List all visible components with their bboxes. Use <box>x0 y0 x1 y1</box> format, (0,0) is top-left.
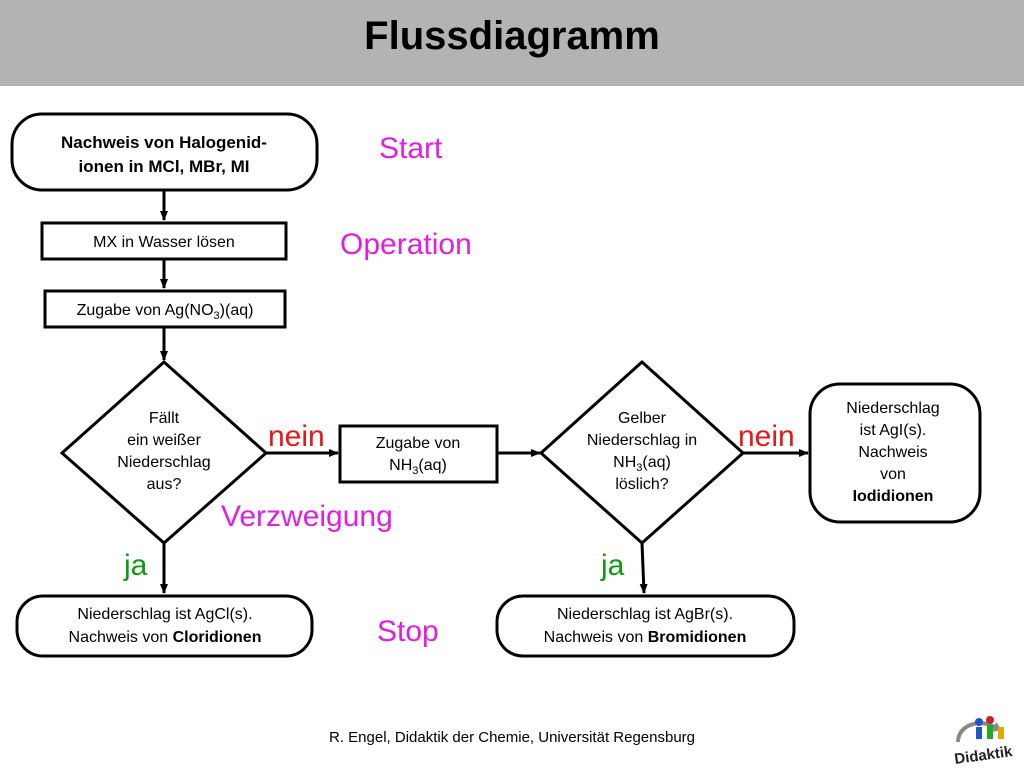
stop-chloride-text: Niederschlag ist AgCl(s).Nachweis von Cl… <box>69 606 262 646</box>
flowchart: Nachweis von Halogenid-ionen in MCl, MBr… <box>10 112 982 658</box>
label-nein-2: nein <box>738 420 795 453</box>
slide-title: Flussdiagramm <box>364 14 660 58</box>
label-operation: Operation <box>340 228 472 261</box>
footer-credit: R. Engel, Didaktik der Chemie, Universit… <box>329 729 695 746</box>
stop-bromide-text: Niederschlag ist AgBr(s).Nachweis von Br… <box>544 606 747 646</box>
title-bar <box>0 0 1024 86</box>
label-ja-2: ja <box>600 549 625 582</box>
stop-bromide-node <box>495 594 796 658</box>
label-stop: Stop <box>377 615 439 648</box>
arrow-decision-to-bromide <box>639 542 648 594</box>
didaktik-logo-icon: Didaktik <box>953 716 1014 766</box>
start-node <box>10 112 319 192</box>
logo-text: Didaktik <box>953 743 1014 766</box>
operation-silver-nitrate-box <box>43 289 287 329</box>
label-start: Start <box>379 132 443 165</box>
decision-white-precipitate <box>59 359 269 546</box>
label-ja-1: ja <box>123 549 148 582</box>
operation-dissolve-text: MX in Wasser lösen <box>93 234 235 251</box>
operation-dissolve-box <box>40 221 288 261</box>
operation-ammonia-box <box>338 424 499 484</box>
stop-chloride-node <box>15 594 314 658</box>
decision-yellow-soluble <box>538 359 746 546</box>
label-verzweigung: Verzweigung <box>221 500 393 533</box>
operation-silver-nitrate-text: Zugabe von Ag(NO3)(aq) <box>77 302 254 322</box>
stop-iodide-node <box>808 382 982 524</box>
label-nein-1: nein <box>268 420 325 453</box>
start-node-text: Nachweis von Halogenid-ionen in MCl, MBr… <box>61 133 267 176</box>
